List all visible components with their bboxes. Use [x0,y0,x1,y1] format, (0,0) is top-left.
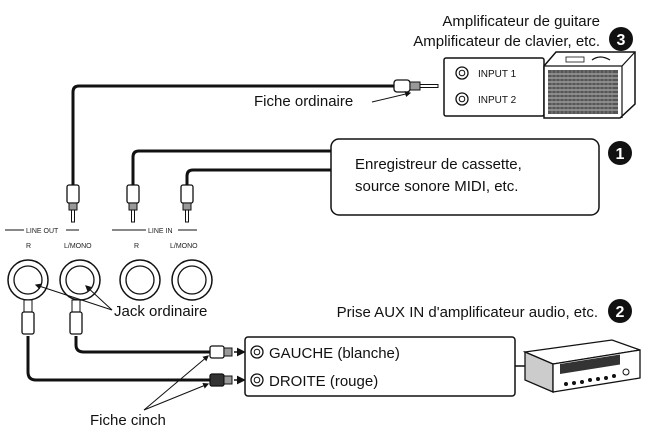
fiche-cinch-pointer-left [143,355,209,411]
guitar-amplifier: INPUT 1 INPUT 2 [443,51,636,119]
number-badge-2: 2 [608,299,632,323]
line-out-label-group: LINE OUT [5,228,79,235]
fiche-ordinaire-pointer [371,91,412,103]
amplifier-speaker-box [543,51,636,119]
line-out-label: LINE OUT [26,228,59,235]
fiche-cinch-label: Fiche cinch [90,412,166,429]
jack-line-in-r [119,259,161,301]
cable-line-out-to-aux [21,299,233,387]
jack-ordinaire-pointer-r [34,283,113,311]
svg-text:2: 2 [616,304,625,321]
line-in-lmono-label: L/MONO [170,243,198,250]
jack-ordinaire-pointer-l [85,285,113,311]
cable-line-in-to-recorder [126,149,331,223]
number-badge-1: 1 [608,141,632,165]
aux-left-label: GAUCHE (blanche) [269,345,400,362]
line-in-label: LINE IN [148,228,173,235]
aux-right-jack [250,373,264,387]
fiche-cinch-pointer-right [143,383,210,411]
aux-left-jack [250,345,264,359]
aux-title: Prise AUX IN d'amplificateur audio, etc. [337,304,598,321]
audio-amplifier-device [515,339,641,393]
line-in-r-label: R [134,243,139,250]
cable-line-out-to-amplifier [66,79,439,223]
jack-ordinaire-label: Jack ordinaire [114,303,207,320]
amplifier-title-line2: Amplificateur de clavier, etc. [413,33,600,50]
svg-text:1: 1 [616,146,625,163]
line-out-r-label: R [26,243,31,250]
line-in-label-group: LINE IN [112,228,197,235]
amplifier-title-line1: Amplificateur de guitare [442,13,600,30]
recorder-box [330,138,600,216]
aux-right-label: DROITE (rouge) [269,373,378,390]
jack-line-in-lmono [171,259,213,301]
svg-text:3: 3 [617,32,626,49]
number-badge-3: 3 [609,27,633,51]
line-out-lmono-label: L/MONO [64,243,92,250]
amplifier-input-2-jack [455,92,469,106]
jack-line-out-r [7,259,49,301]
amplifier-input-1-jack [455,66,469,80]
input-2-label: INPUT 2 [478,95,517,106]
input-1-label: INPUT 1 [478,69,517,80]
recorder-line2: source sonore MIDI, etc. [355,178,518,195]
fiche-ordinaire-label: Fiche ordinaire [254,93,353,110]
recorder-line1: Enregistreur de cassette, [355,156,522,173]
